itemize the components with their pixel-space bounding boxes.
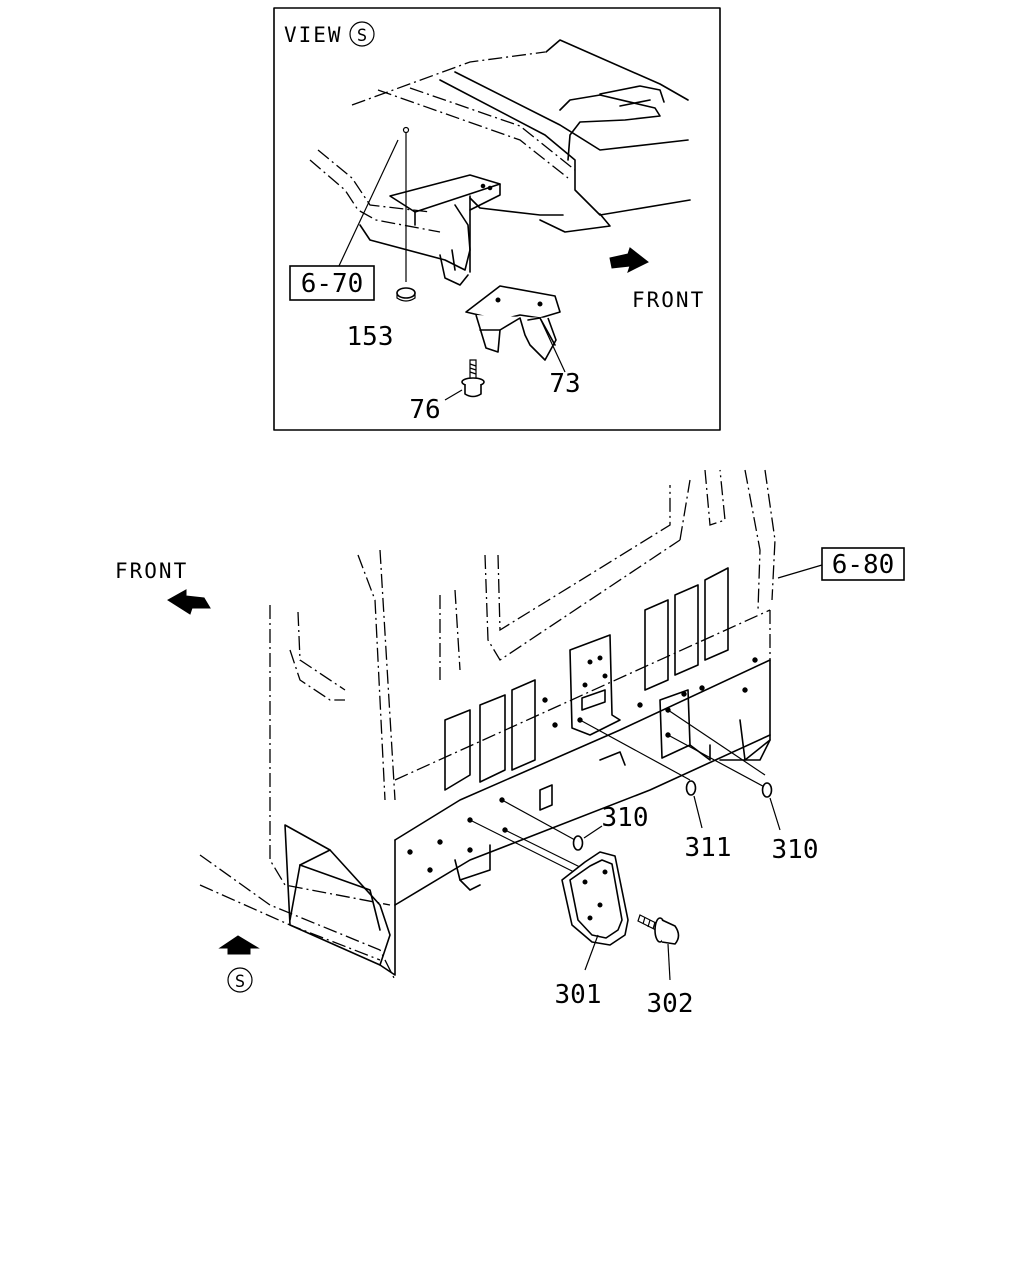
- main-front-arrow-icon: [167, 589, 211, 615]
- part-310-clip-right: [761, 782, 773, 798]
- ref-box-6-80: [821, 547, 905, 581]
- part-76-bolt: [461, 359, 485, 398]
- label-153: 153: [347, 322, 394, 352]
- label-301: 301: [555, 980, 602, 1010]
- part-153-grommet: [396, 287, 416, 302]
- main-view: FRONT S 6-80: [115, 469, 905, 1019]
- part-310-clip-left: [572, 835, 584, 851]
- view-marker: S: [349, 21, 375, 47]
- part-73-bracket: [465, 285, 561, 361]
- inset-frame-structure: [309, 39, 691, 286]
- label-310-right: 310: [772, 835, 819, 865]
- view-marker-letter: S: [357, 26, 367, 46]
- part-301-bracket: [561, 851, 629, 946]
- main-front-label: FRONT: [115, 559, 188, 583]
- ref-6-80: 6-80: [832, 550, 895, 580]
- inset-front-label: FRONT: [632, 288, 705, 312]
- cab-body: [199, 469, 776, 981]
- section-arrow-icon: [218, 935, 260, 955]
- ref-box-6-70: [289, 265, 375, 301]
- inset-front-arrow-icon: [609, 247, 649, 273]
- part-302-bolt: [637, 914, 680, 945]
- part-311-clip: [685, 780, 697, 796]
- view-label: VIEW: [284, 23, 343, 47]
- label-76: 76: [409, 395, 440, 425]
- label-73: 73: [549, 369, 580, 399]
- label-302: 302: [647, 989, 694, 1019]
- section-marker-letter: S: [235, 972, 245, 992]
- inset-view: VIEW S: [273, 7, 721, 431]
- inset-frame: [273, 7, 721, 431]
- label-311: 311: [685, 833, 732, 863]
- ref-6-70: 6-70: [301, 269, 364, 299]
- label-310-left: 310: [602, 803, 649, 833]
- section-marker: S: [227, 967, 253, 993]
- stud-lines: [467, 707, 771, 881]
